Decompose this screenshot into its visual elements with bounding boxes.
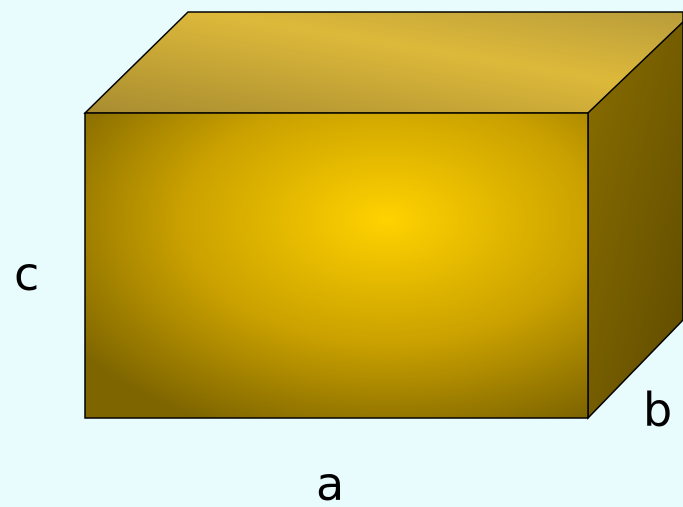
label-a: a — [316, 457, 344, 507]
box-top-face — [83, 11, 683, 114]
box-front-face — [84, 112, 589, 419]
label-c: c — [14, 247, 39, 301]
label-b: b — [643, 383, 672, 437]
